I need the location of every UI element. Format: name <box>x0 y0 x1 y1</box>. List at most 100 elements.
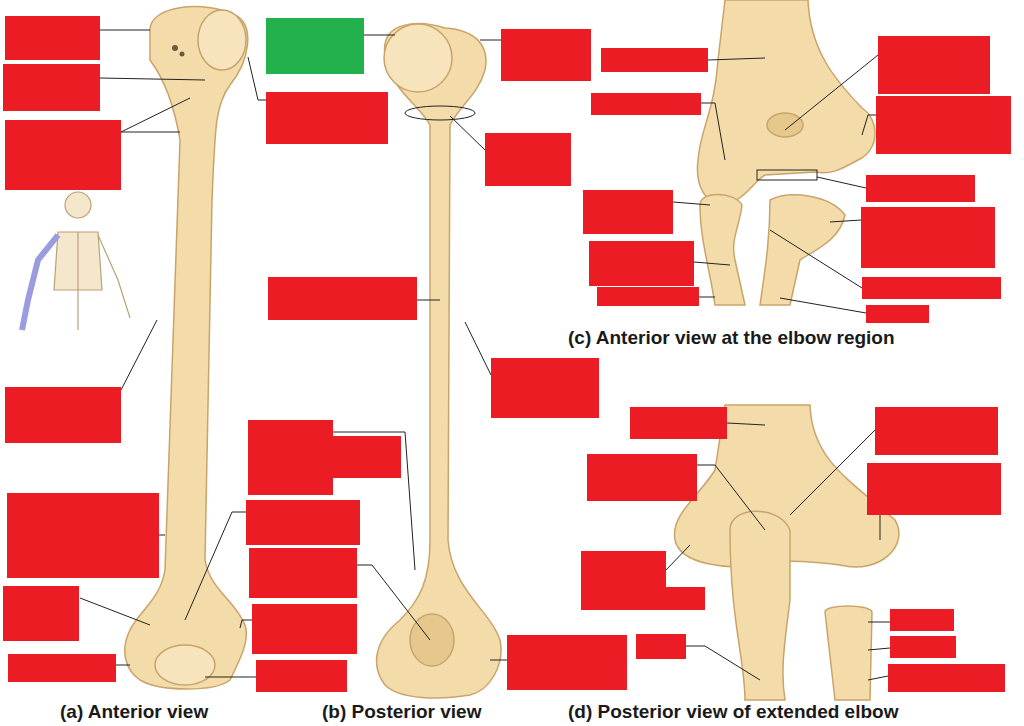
leader-line <box>830 220 861 222</box>
label-cover <box>5 16 100 60</box>
foramen <box>172 45 178 51</box>
leader-line <box>790 430 875 515</box>
label-cover <box>268 277 417 320</box>
label-cover <box>507 635 627 690</box>
leader-line <box>357 565 430 640</box>
label-cover <box>587 454 697 501</box>
label-cover <box>867 463 1001 515</box>
label-cover <box>246 500 360 545</box>
label-cover <box>862 277 1001 299</box>
leader-line <box>694 262 730 265</box>
humerus-head <box>198 10 246 70</box>
label-cover <box>866 175 975 202</box>
label-cover <box>3 586 79 641</box>
label-cover <box>861 207 995 268</box>
label-cover <box>249 548 357 598</box>
skeleton-icon <box>22 192 130 330</box>
leader-line <box>121 98 190 132</box>
leader-line <box>708 58 765 60</box>
label-cover <box>866 305 929 323</box>
view-caption: (b) Posterior view <box>320 701 483 723</box>
label-cover <box>5 387 121 443</box>
leader-line <box>868 648 890 650</box>
label-cover <box>333 436 401 478</box>
olecranon-fossa <box>410 614 454 666</box>
coronoid-fossa <box>767 113 803 137</box>
trochlea <box>155 645 215 685</box>
label-cover <box>252 604 357 654</box>
label-cover <box>3 64 100 111</box>
label-cover <box>5 120 121 190</box>
label-cover <box>636 634 686 659</box>
leader-line <box>417 300 440 301</box>
leader-line <box>868 676 888 680</box>
label-cover <box>589 241 694 286</box>
leader-line <box>465 322 491 375</box>
leader-line <box>490 660 507 661</box>
label-cover <box>597 287 699 306</box>
leader-line <box>248 57 266 100</box>
leader-line <box>785 55 878 130</box>
leader-line <box>868 622 890 623</box>
label-cover <box>7 493 159 578</box>
radius-bone <box>825 606 872 700</box>
label-cover <box>266 18 364 74</box>
leader-line <box>701 103 725 160</box>
label-cover <box>890 636 956 658</box>
trochlea-marker <box>757 170 817 180</box>
leader-line <box>817 177 866 188</box>
label-cover <box>266 92 388 144</box>
label-cover <box>878 36 990 94</box>
leader-line <box>121 320 157 390</box>
ulna-bone <box>730 511 790 700</box>
label-cover <box>875 407 998 455</box>
humerus-head <box>384 24 452 92</box>
surgical-neck-ring <box>405 106 475 120</box>
humerus-distal <box>697 0 875 205</box>
radius-bone <box>700 194 745 305</box>
leader-line <box>673 202 710 205</box>
label-cover <box>491 358 599 418</box>
leader-line <box>240 620 252 628</box>
foramen <box>180 52 185 57</box>
leader-line <box>666 545 690 570</box>
leader-line <box>450 116 485 150</box>
leader-line <box>699 297 715 298</box>
leader-line <box>880 515 881 540</box>
view-caption: (a) Anterior view <box>58 701 210 723</box>
leader-line <box>727 423 765 425</box>
leader-line <box>100 78 205 80</box>
label-cover <box>876 96 1011 154</box>
leader-line <box>686 646 760 680</box>
label-cover <box>256 660 347 692</box>
leader-line <box>116 665 130 666</box>
view-caption: (d) Posterior view of extended elbow <box>566 701 900 723</box>
leader-line <box>770 230 862 288</box>
leader-line <box>100 30 150 31</box>
leader-line <box>862 115 876 135</box>
humerus-posterior <box>377 24 501 698</box>
label-cover <box>630 407 727 439</box>
label-cover <box>601 48 708 72</box>
label-cover <box>485 133 571 186</box>
leader-line <box>80 598 150 625</box>
label-cover <box>501 29 591 81</box>
label-cover <box>583 190 673 234</box>
label-cover <box>248 420 333 495</box>
label-cover <box>8 654 116 682</box>
leader-line <box>697 465 765 530</box>
leader-line <box>364 35 395 36</box>
label-cover <box>890 609 954 631</box>
label-cover <box>581 587 705 610</box>
label-cover <box>591 93 701 115</box>
label-cover <box>888 664 1005 692</box>
leader-line <box>780 298 866 313</box>
label-cover <box>581 551 666 591</box>
leader-line <box>185 512 246 620</box>
leader-line <box>480 40 501 41</box>
view-caption: (c) Anterior view at the elbow region <box>566 327 897 349</box>
leader-line <box>121 132 180 133</box>
leader-line <box>205 677 256 678</box>
